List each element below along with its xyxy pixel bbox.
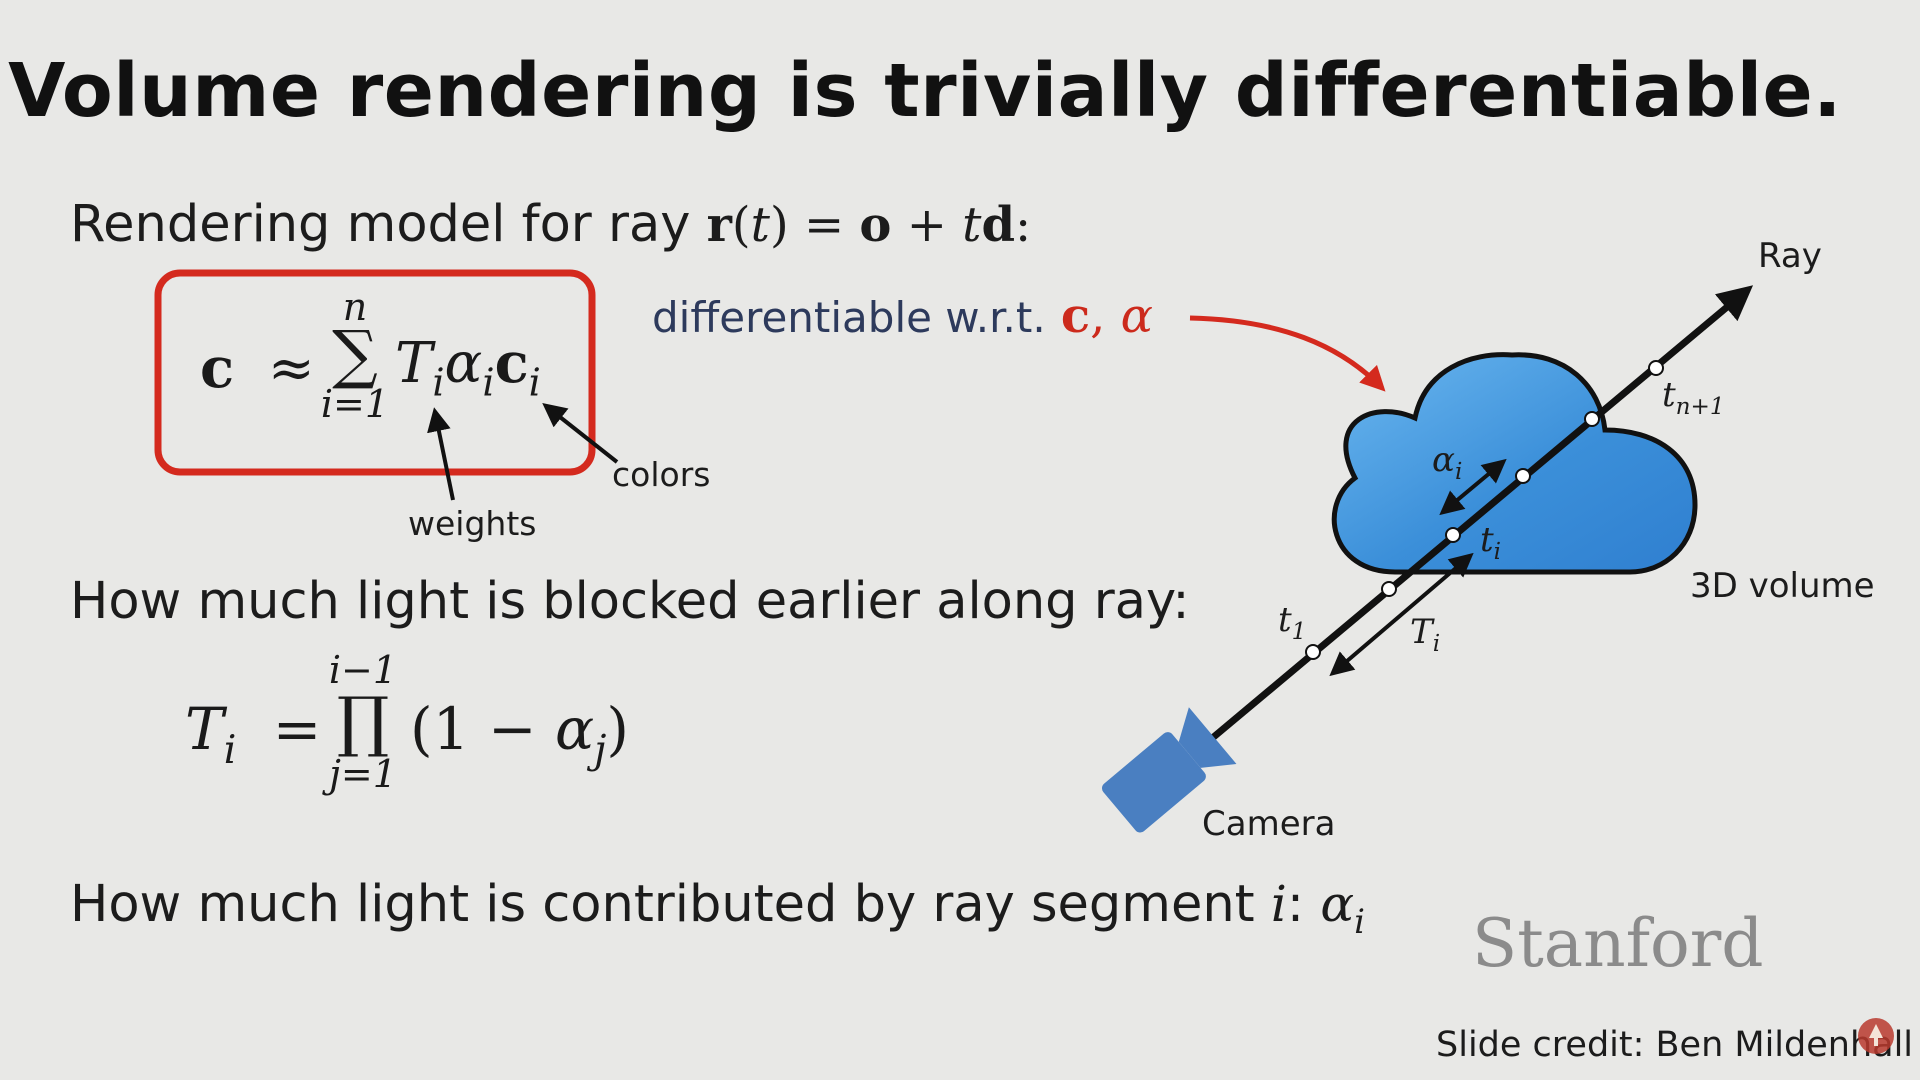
stanford-logo: Stanford — [1472, 905, 1764, 982]
seal-icon — [1856, 1016, 1896, 1056]
volume-label: 3D volume — [1690, 566, 1875, 606]
alpha-i-label: αi — [1432, 440, 1462, 485]
camera-label: Camera — [1202, 804, 1335, 844]
slide-credit: Slide credit: Ben Mildenhall — [1436, 1025, 1913, 1065]
ti-label: ti — [1480, 520, 1501, 565]
cloud-volume — [1334, 355, 1695, 572]
ray-label: Ray — [1758, 236, 1822, 276]
Ti-label: Ti — [1410, 612, 1440, 657]
t1-label: t1 — [1278, 600, 1306, 645]
tn1-label: tn+1 — [1662, 375, 1725, 420]
